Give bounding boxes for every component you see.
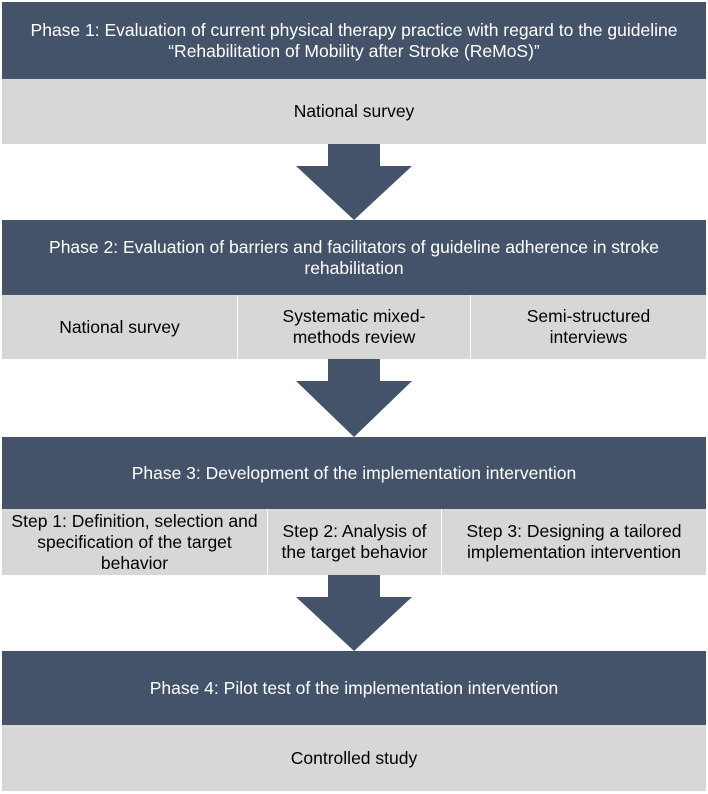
phase4-title: Phase 4: Pilot test of the implementatio…	[149, 677, 559, 698]
phase2-method-label: National survey	[59, 316, 180, 337]
phase3-step-2: Step 2: Analysis of the target behavior	[268, 509, 442, 575]
arrow-down-2	[296, 359, 412, 437]
phase3-step-label: Step 1: Definition, selection and specif…	[11, 510, 258, 573]
arrow-down-1	[296, 144, 412, 220]
phase1-header: Phase 1: Evaluation of current physical …	[2, 2, 706, 79]
phase2-method-survey: National survey	[2, 295, 238, 359]
phase3-title: Phase 3: Development of the implementati…	[131, 462, 577, 483]
arrow-down-3	[296, 575, 412, 651]
phase4-method-label: Controlled study	[290, 747, 418, 768]
phase2-method-label: Systematic mixed-methods review	[282, 306, 426, 347]
phase4-header: Phase 4: Pilot test of the implementatio…	[2, 651, 706, 725]
phase1-method: National survey	[2, 79, 706, 144]
phase3-step-1: Step 1: Definition, selection and specif…	[2, 509, 268, 575]
phase1-title: Phase 1: Evaluation of current physical …	[30, 19, 678, 61]
phase2-method-interviews: Semi-structured interviews	[471, 295, 706, 359]
phase4-method: Controlled study	[2, 725, 706, 791]
phase3-step-label: Step 2: Analysis of the target behavior	[281, 521, 428, 562]
phase2-header: Phase 2: Evaluation of barriers and faci…	[2, 220, 706, 295]
phase2-title: Phase 2: Evaluation of barriers and faci…	[49, 236, 659, 278]
phase2-method-review: Systematic mixed-methods review	[238, 295, 471, 359]
phase3-step-label: Step 3: Designing a tailored implementat…	[466, 521, 682, 562]
phase2-method-label: Semi-structured interviews	[526, 306, 651, 347]
phase3-step-3: Step 3: Designing a tailored implementat…	[442, 509, 706, 575]
phase1-method-label: National survey	[293, 101, 415, 121]
phase3-header: Phase 3: Development of the implementati…	[2, 437, 706, 509]
